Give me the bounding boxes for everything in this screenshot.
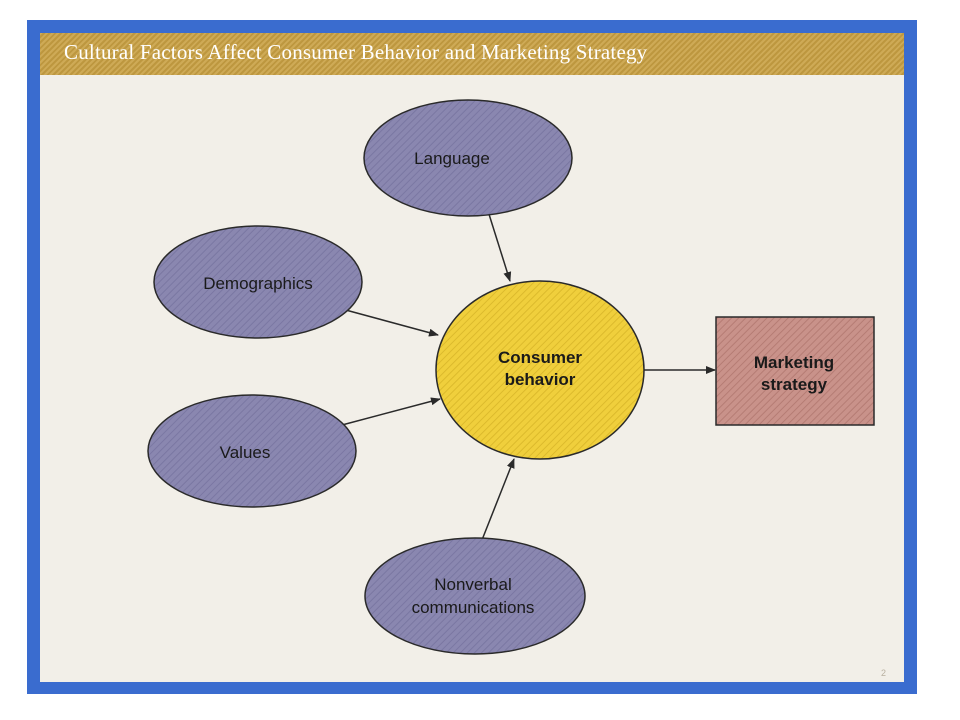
node-nonverbal-label-line2: communications — [412, 598, 535, 617]
node-language: Language — [363, 99, 573, 217]
node-nonverbal-label-line1: Nonverbal — [434, 575, 512, 594]
slide-number: 2 — [880, 668, 886, 678]
diagram: Language Demographics Values Nonverbal c… — [147, 99, 875, 655]
node-marketing-strategy: Marketing strategy — [715, 316, 875, 426]
edge-demographics-to-consumer — [341, 308, 439, 337]
edge-nonverbal-to-consumer — [479, 458, 515, 546]
node-values: Values — [147, 394, 357, 508]
node-strategy-label-line2: strategy — [761, 375, 828, 394]
node-strategy-label-line1: Marketing — [754, 353, 834, 372]
node-consumer-behavior: Consumer behavior — [435, 280, 645, 460]
node-consumer-label-line2: behavior — [505, 370, 576, 389]
node-language-label: Language — [414, 149, 490, 168]
title-band: Cultural Factors Affect Consumer Behavio… — [40, 33, 904, 75]
node-nonverbal-communications: Nonverbal communications — [364, 537, 586, 655]
edge-language-to-consumer — [487, 210, 512, 282]
slide-canvas: Cultural Factors Affect Consumer Behavio… — [40, 33, 904, 682]
node-demographics-label: Demographics — [203, 274, 313, 293]
node-values-label: Values — [220, 443, 271, 462]
edge-values-to-consumer — [341, 397, 441, 426]
node-consumer-label-line1: Consumer — [498, 348, 582, 367]
node-demographics: Demographics — [153, 225, 363, 339]
slide-title: Cultural Factors Affect Consumer Behavio… — [64, 40, 648, 64]
